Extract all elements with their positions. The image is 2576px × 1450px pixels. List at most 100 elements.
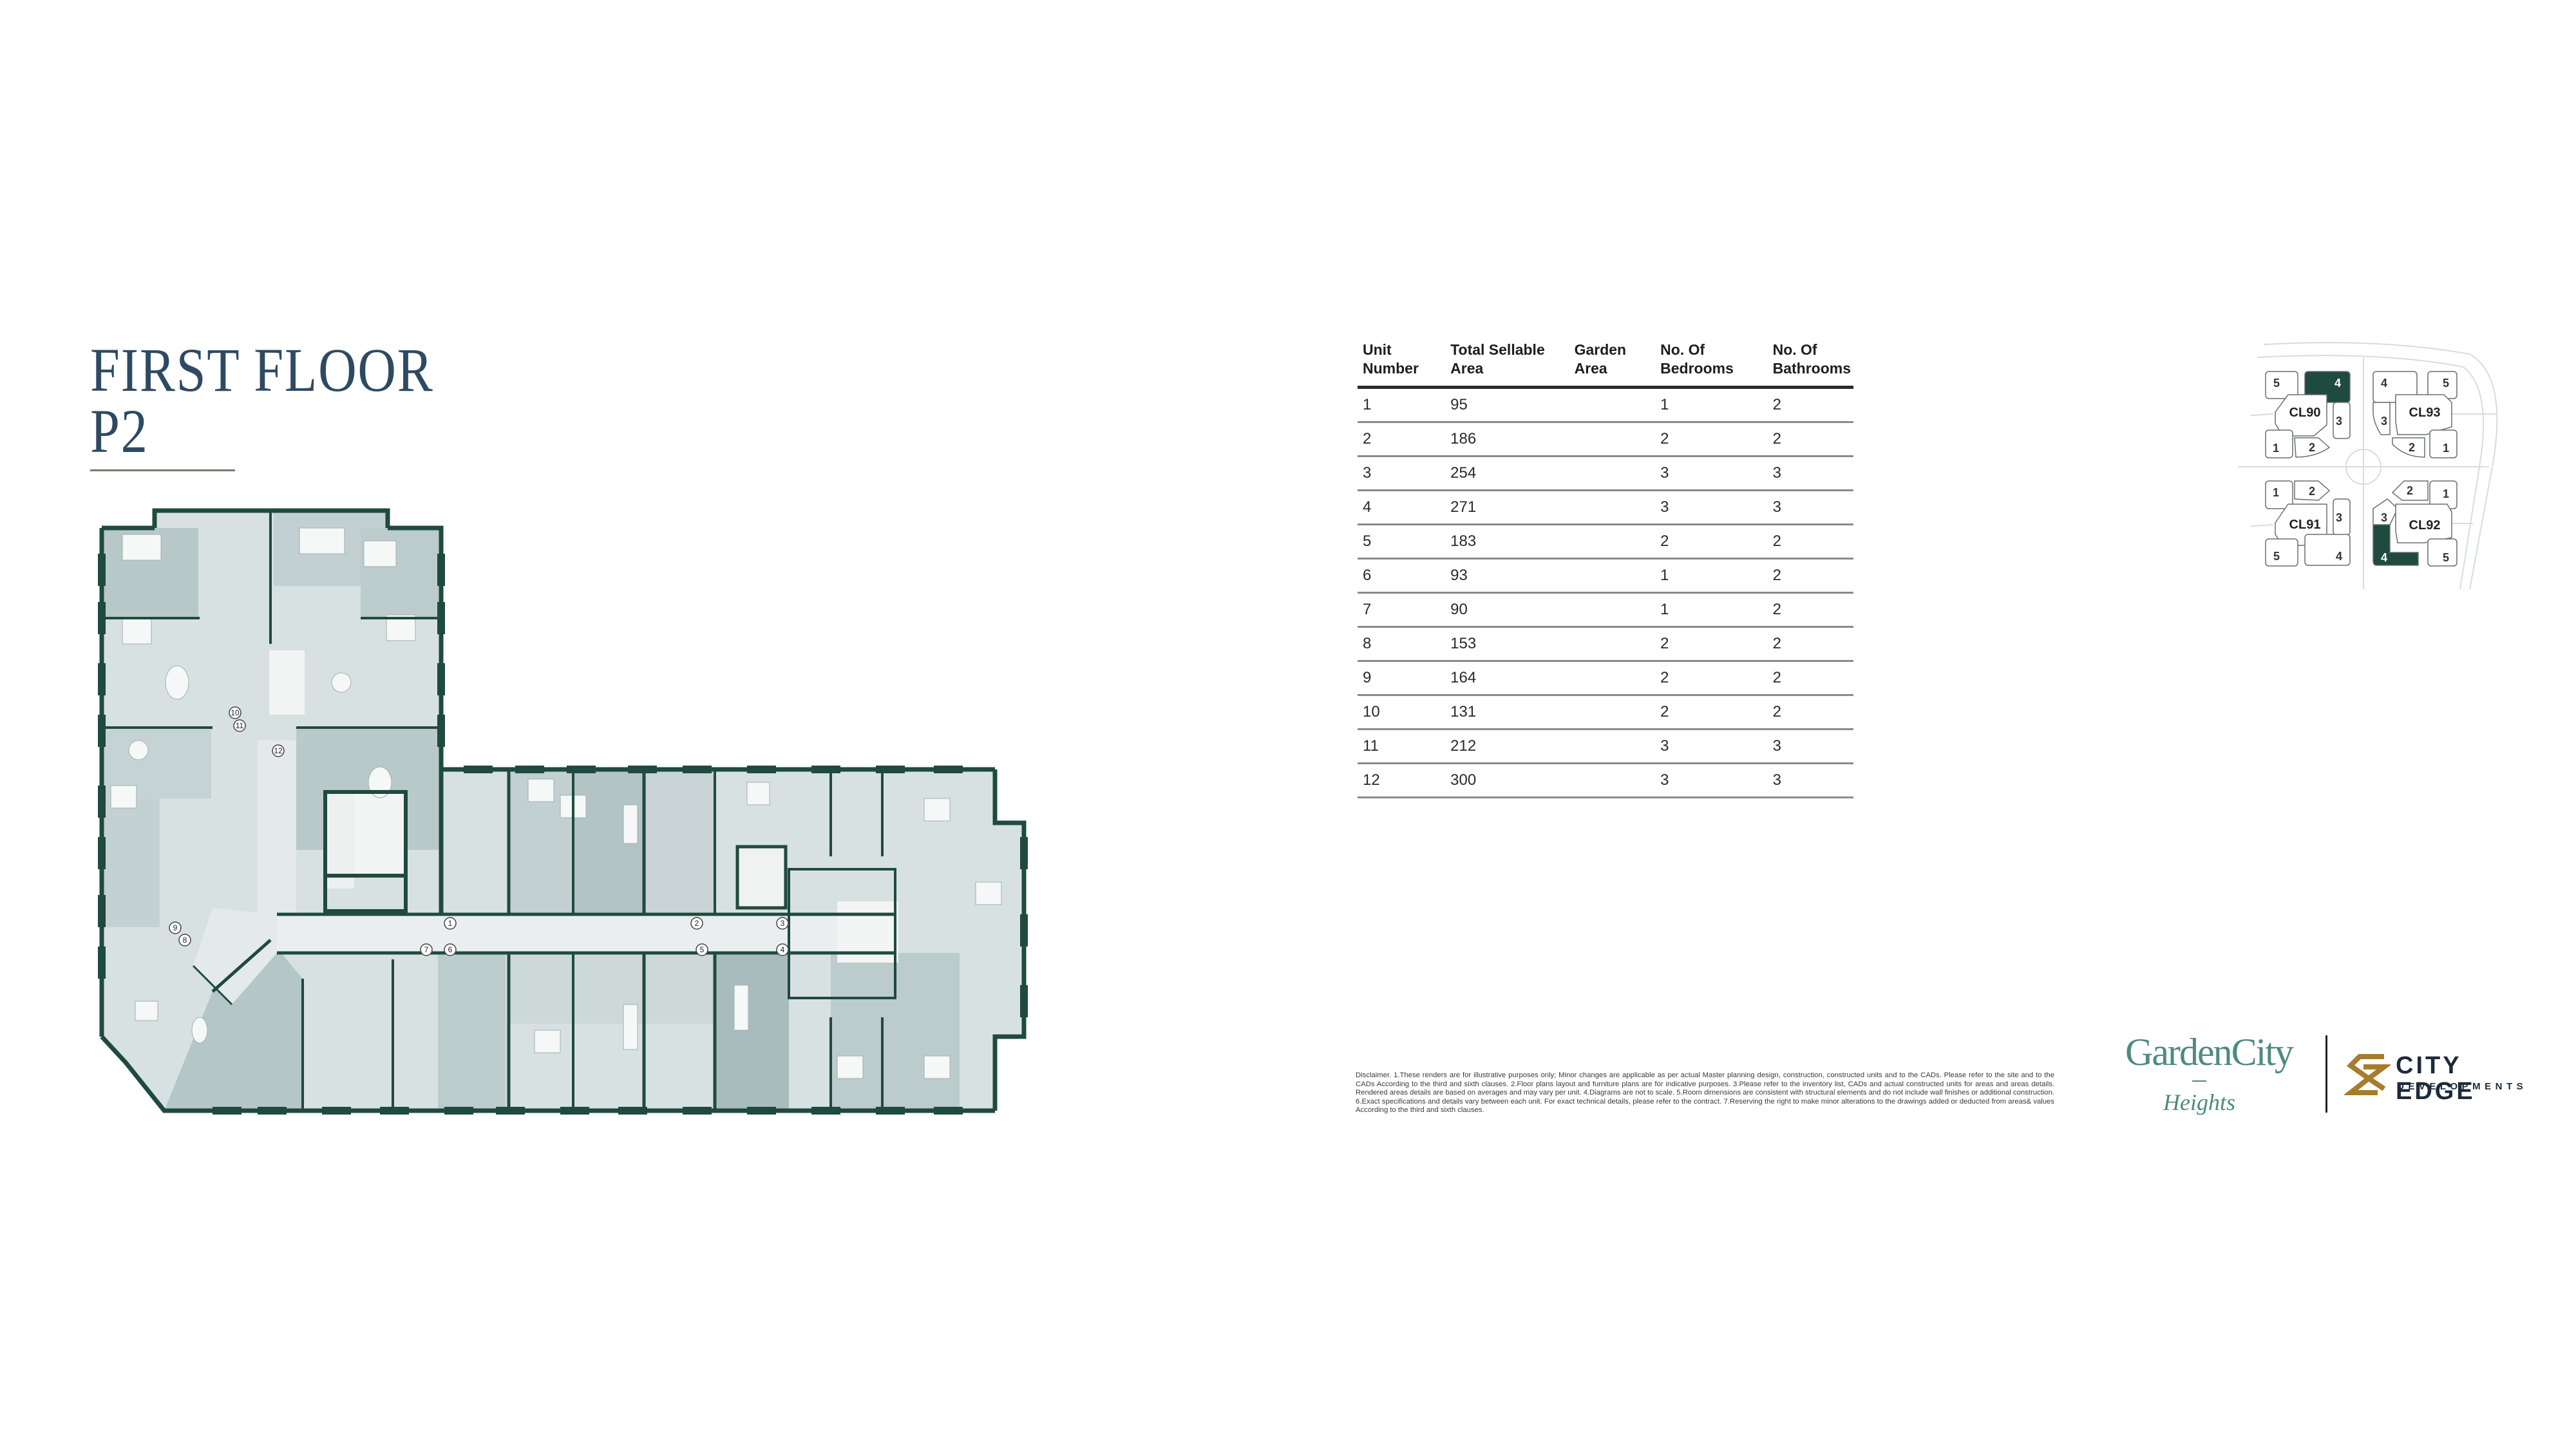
key-plan-cl91 (2265, 480, 2351, 567)
svg-text:5: 5 (2443, 551, 2449, 564)
svg-text:2: 2 (2309, 441, 2315, 454)
svg-text:1: 1 (448, 919, 453, 928)
cell-bedrooms: 2 (1655, 524, 1768, 560)
cell-bathrooms: 2 (1767, 626, 1853, 662)
cell-unit: 7 (1358, 592, 1446, 628)
cell-bedrooms: 2 (1655, 661, 1768, 696)
cell-bathrooms: 2 (1767, 422, 1853, 457)
svg-text:5: 5 (2273, 377, 2280, 390)
unit-marker-8: 8 (178, 934, 191, 946)
svg-text:5: 5 (2443, 377, 2449, 390)
cell-bedrooms: 3 (1655, 729, 1768, 764)
svg-text:2: 2 (2309, 485, 2315, 498)
key-plan: 5 4 3 2 1 CL90 4 5 3 2 1 CL93 (2238, 338, 2521, 590)
svg-text:1: 1 (2443, 442, 2449, 455)
page-title: FIRST FLOOR (90, 335, 434, 404)
cell-area: 186 (1445, 422, 1569, 457)
svg-text:3: 3 (781, 919, 785, 928)
cell-bedrooms: 3 (1655, 456, 1768, 491)
unit-marker-3: 3 (776, 917, 789, 930)
garden-city-dash (2192, 1080, 2206, 1082)
cell-bedrooms: 3 (1655, 763, 1768, 798)
svg-text:1: 1 (2273, 486, 2279, 499)
svg-text:4: 4 (781, 945, 785, 954)
disclaimer-text: Disclaimer. 1.These renders are for illu… (1356, 1071, 2054, 1114)
unit-marker-5: 5 (696, 943, 708, 956)
unit-marker-9: 9 (169, 921, 182, 934)
cell-garden (1569, 558, 1656, 594)
cell-bedrooms: 3 (1655, 490, 1768, 525)
key-plan-cl92 (2372, 480, 2458, 567)
cell-unit: 6 (1358, 558, 1446, 594)
cell-area: 90 (1445, 592, 1569, 628)
cell-garden (1569, 661, 1656, 696)
cell-bedrooms: 1 (1655, 592, 1768, 628)
title-divider (90, 469, 235, 471)
unit-marker-6: 6 (444, 943, 457, 956)
city-edge-developments-logo: CITY EDGE DEVELOPMENTS (2344, 1053, 2531, 1104)
cell-bathrooms: 2 (1767, 387, 1853, 423)
cell-bathrooms: 3 (1767, 490, 1853, 525)
cell-area: 254 (1445, 456, 1569, 491)
svg-text:1: 1 (2443, 487, 2449, 500)
cell-garden (1569, 626, 1656, 662)
cell-garden (1569, 456, 1656, 491)
cell-unit: 2 (1358, 422, 1446, 457)
cell-bedrooms: 2 (1655, 422, 1768, 457)
svg-text:2: 2 (2409, 441, 2415, 454)
cell-unit: 8 (1358, 626, 1446, 662)
cell-area: 131 (1445, 695, 1569, 730)
unit-marker-7: 7 (420, 943, 433, 956)
cell-area: 93 (1445, 558, 1569, 594)
unit-markers: 1 2 3 4 5 6 7 8 9 10 11 12 (169, 706, 789, 956)
cell-area: 164 (1445, 661, 1569, 696)
cell-area: 300 (1445, 763, 1569, 798)
svg-text:4: 4 (2334, 377, 2341, 390)
page-subtitle-building: P2 (90, 397, 149, 466)
cell-area: 183 (1445, 524, 1569, 560)
svg-text:3: 3 (2381, 511, 2387, 524)
cell-bedrooms: 1 (1655, 558, 1768, 594)
cell-area: 271 (1445, 490, 1569, 525)
key-plan-cl90 (2265, 371, 2351, 458)
cell-unit: 10 (1358, 695, 1446, 730)
svg-text:8: 8 (183, 936, 187, 945)
cell-garden (1569, 490, 1656, 525)
svg-text:6: 6 (448, 945, 453, 954)
svg-text:CL92: CL92 (2409, 518, 2441, 532)
cell-bathrooms: 2 (1767, 695, 1853, 730)
cell-bathrooms: 3 (1767, 456, 1853, 491)
unit-marker-1: 1 (444, 917, 457, 930)
cell-garden (1569, 592, 1656, 628)
unit-marker-11: 11 (233, 719, 246, 732)
svg-text:CL90: CL90 (2289, 406, 2321, 420)
svg-text:CL93: CL93 (2409, 406, 2441, 420)
unit-marker-2: 2 (690, 917, 703, 930)
cell-unit: 5 (1358, 524, 1446, 560)
floor-plan: 1 2 3 4 5 6 7 8 9 10 11 12 (90, 502, 1043, 1120)
svg-text:2: 2 (2407, 484, 2413, 497)
svg-text:3: 3 (2336, 415, 2342, 428)
svg-text:7: 7 (424, 945, 429, 954)
unit-marker-12: 12 (272, 744, 285, 757)
cell-unit: 11 (1358, 729, 1446, 764)
cell-garden (1569, 763, 1656, 798)
key-plan-cl93 (2372, 371, 2458, 458)
svg-text:4: 4 (2381, 377, 2387, 390)
cell-bathrooms: 2 (1767, 661, 1853, 696)
cell-area: 212 (1445, 729, 1569, 764)
garden-city-wordmark: GardenCity (2125, 1031, 2294, 1073)
cell-garden (1569, 729, 1656, 764)
